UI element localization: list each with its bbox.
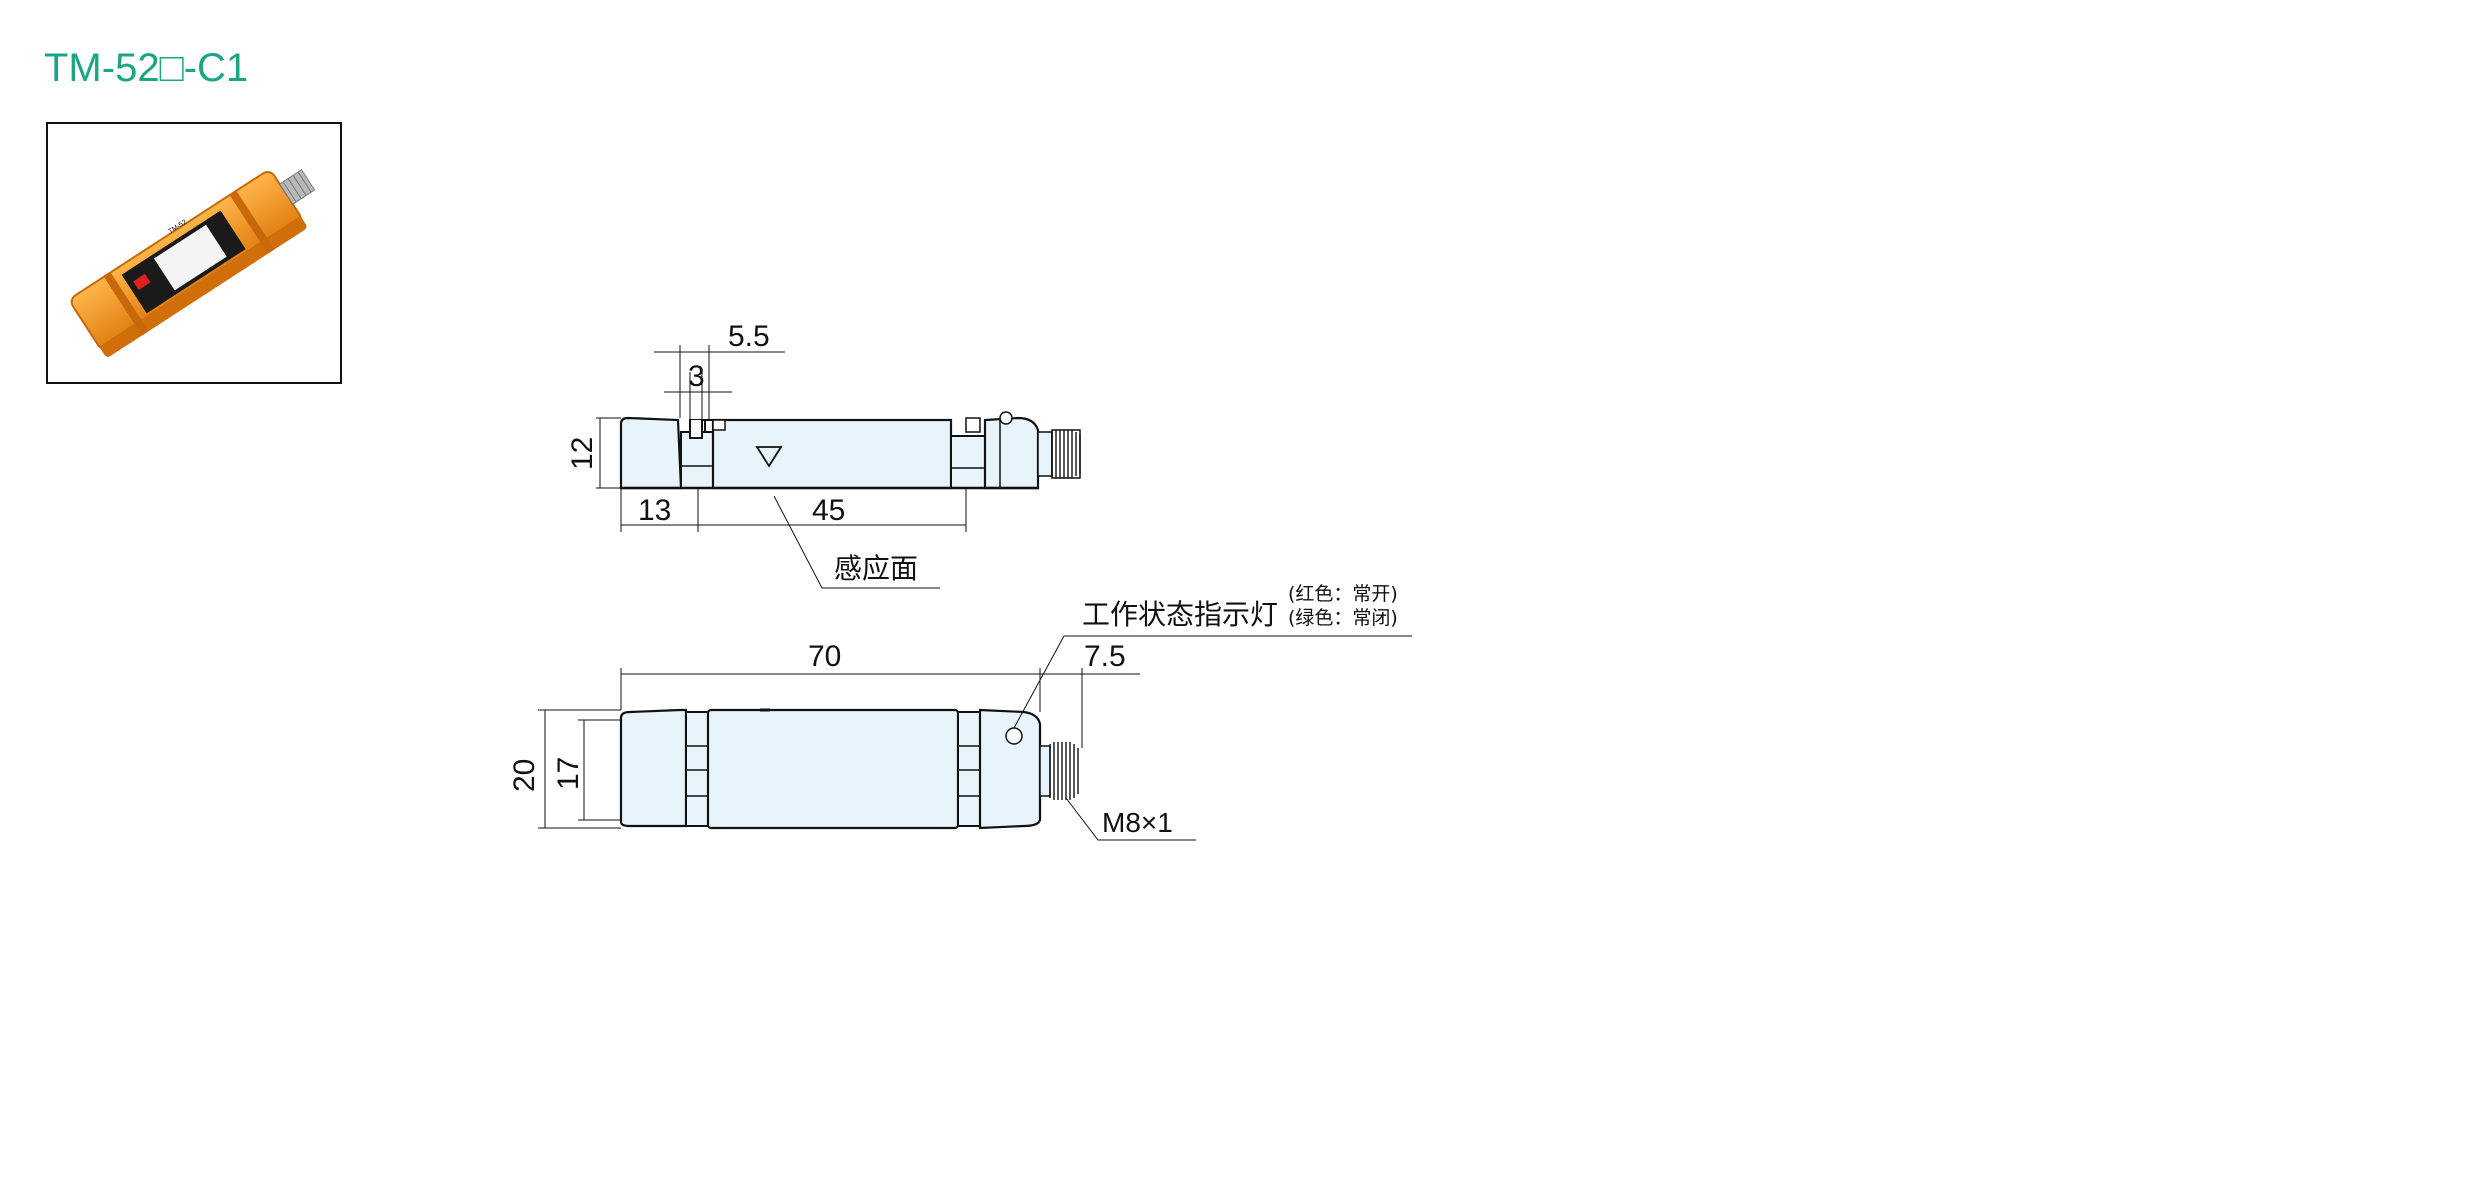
dim-overall-height: 20 bbox=[508, 759, 541, 792]
dim-left-cap: 13 bbox=[638, 494, 671, 527]
dim-connector-length: 7.5 bbox=[1084, 640, 1126, 673]
dim-slot-outer: 5.5 bbox=[728, 320, 770, 353]
dim-overall-length: 70 bbox=[808, 640, 841, 673]
dim-slot-inner: 3 bbox=[688, 360, 705, 393]
page-title: TM-52□-C1 bbox=[44, 46, 249, 90]
sensor-photo-image: TM-52 bbox=[70, 169, 316, 357]
product-photo: TM-52 bbox=[46, 122, 342, 384]
dim-top-height: 12 bbox=[566, 437, 599, 470]
side-view bbox=[538, 635, 1412, 841]
sensing-face-label: 感应面 bbox=[834, 552, 918, 585]
dim-body-length: 45 bbox=[812, 494, 845, 527]
indicator-note-green: (绿色：常闭) bbox=[1288, 607, 1398, 629]
thread-label: M8×1 bbox=[1102, 807, 1173, 838]
dim-body-height: 17 bbox=[552, 757, 585, 790]
indicator-label: 工作状态指示灯 bbox=[1082, 598, 1278, 631]
top-view bbox=[596, 345, 1081, 589]
indicator-note-red: (红色：常开) bbox=[1288, 583, 1398, 605]
